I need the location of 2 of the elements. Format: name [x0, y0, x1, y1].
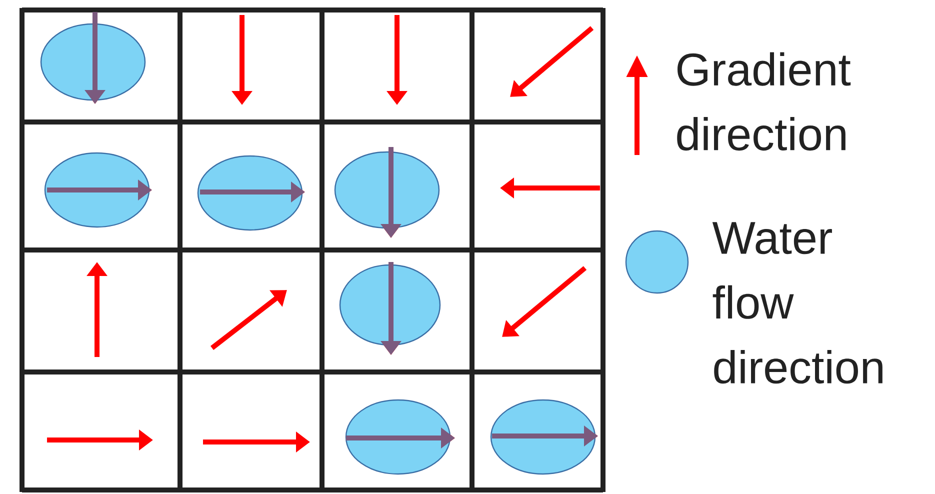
legend-text: Gradient direction	[677, 52, 851, 151]
legend-text: Water flow direction	[712, 222, 882, 384]
